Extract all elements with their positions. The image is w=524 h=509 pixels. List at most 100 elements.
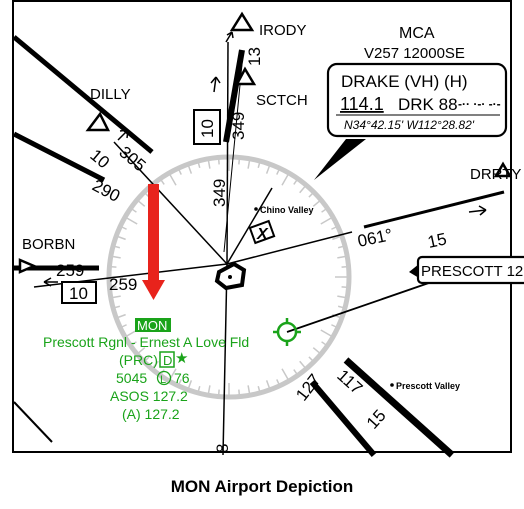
compass-tick bbox=[321, 208, 327, 213]
city-prescott-valley: Prescott Valley bbox=[396, 381, 460, 391]
compass-tick bbox=[257, 385, 261, 392]
vor-coords: N34°42.15' W112°28.82' bbox=[344, 118, 475, 132]
vor-ident: DRK 88 bbox=[398, 95, 458, 114]
prescott-box-label: PRESCOTT 12 bbox=[421, 263, 523, 280]
compass-rose-icon bbox=[106, 154, 352, 400]
compass-tick bbox=[131, 341, 137, 346]
fix-borbn: BORBN bbox=[22, 236, 75, 253]
compass-tick bbox=[247, 160, 251, 169]
compass-tick bbox=[299, 360, 306, 368]
compass-tick bbox=[187, 165, 193, 174]
vor-name: DRAKE (VH) (H) bbox=[341, 72, 468, 91]
compass-tick bbox=[337, 295, 346, 299]
fix-irody-triangle bbox=[229, 11, 255, 32]
airways bbox=[12, 35, 505, 458]
label-061: 061° bbox=[356, 225, 394, 251]
sctch-10-box: 10 bbox=[193, 109, 221, 145]
airport-star: ★ bbox=[175, 350, 188, 367]
compass-tick bbox=[121, 324, 127, 328]
x-box: X bbox=[248, 219, 276, 245]
compass-tick bbox=[320, 217, 332, 225]
compass-tick bbox=[293, 179, 298, 185]
airport-asos: ASOS 127.2 bbox=[110, 388, 188, 404]
compass-tick bbox=[187, 380, 193, 389]
fix-sctch-triangle bbox=[234, 66, 257, 86]
borbn-10-box bbox=[61, 281, 97, 304]
mca-route: V257 12000SE bbox=[364, 45, 465, 62]
airway-061 bbox=[363, 190, 505, 229]
label-radial-259: 259 bbox=[109, 275, 137, 294]
airway-nw bbox=[12, 35, 154, 154]
compass-tick bbox=[293, 369, 298, 375]
compass-tick bbox=[126, 217, 138, 225]
airport-d-symbol: D bbox=[163, 353, 172, 368]
compass-tick bbox=[131, 208, 137, 213]
compass-tick bbox=[308, 356, 313, 361]
fix-dilly: DILLY bbox=[90, 86, 131, 103]
compass-tick bbox=[299, 186, 306, 194]
label-8: 8 bbox=[213, 444, 232, 453]
airport-lighting: L bbox=[160, 374, 166, 386]
compass-tick bbox=[112, 255, 121, 259]
fix-drrty-triangle bbox=[493, 161, 513, 178]
compass-tick bbox=[337, 305, 344, 309]
chart-frame: X 10 10 MCA V257 12000SE DRAKE (VH) (H) … bbox=[12, 0, 524, 458]
figure-caption: MON Airport Depiction bbox=[170, 477, 354, 496]
airway-sctch bbox=[223, 49, 245, 143]
compass-tick bbox=[265, 165, 271, 174]
compass-tick bbox=[276, 379, 280, 385]
compass-tick bbox=[281, 368, 289, 380]
fix-drrty: DRRTY bbox=[470, 166, 521, 183]
airport-block: MON Prescott Rgnl - Ernest A Love Fld (P… bbox=[43, 318, 249, 422]
compass-tick bbox=[312, 347, 320, 354]
label-290: 290 bbox=[89, 176, 123, 206]
airport-id: MON bbox=[137, 318, 167, 333]
compass-tick bbox=[117, 235, 126, 241]
label-349-radial: 349 bbox=[210, 179, 229, 207]
airway-117 bbox=[343, 357, 455, 458]
compass-tick bbox=[114, 305, 121, 309]
fix-borbn-triangle bbox=[18, 258, 38, 274]
compass-tick bbox=[337, 255, 346, 259]
compass-tick bbox=[337, 245, 344, 249]
airport-id-box bbox=[135, 318, 171, 332]
compass-tick bbox=[312, 200, 320, 207]
compass-tick bbox=[121, 226, 127, 230]
compass-tick bbox=[114, 245, 121, 249]
airport-code: (PRC) bbox=[119, 352, 158, 368]
airport-icon bbox=[273, 318, 301, 346]
compass-tick bbox=[178, 379, 182, 385]
vor-morse: -·· ·-· -·- bbox=[458, 97, 501, 111]
vor-icon bbox=[214, 261, 247, 291]
prescott-box: PRESCOTT 12 bbox=[409, 255, 524, 285]
compass-tick bbox=[265, 380, 271, 389]
compass-tick bbox=[138, 200, 146, 207]
label-dilly-10: 10 bbox=[86, 146, 113, 173]
airport-name: Prescott Rgnl - Ernest A Love Fld bbox=[43, 334, 249, 350]
compass-tick bbox=[138, 347, 146, 354]
compass-tick bbox=[276, 169, 280, 175]
compass-tick bbox=[197, 385, 201, 392]
airway-127 bbox=[309, 380, 377, 457]
map-canvas: X 10 10 MCA V257 12000SE DRAKE (VH) (H) … bbox=[12, 11, 524, 458]
compass-tick bbox=[207, 385, 211, 394]
borbn-10-box-label: 10 bbox=[69, 284, 88, 303]
label-borbn-259: 259 bbox=[56, 261, 84, 280]
label-15-bottom: 15 bbox=[363, 406, 390, 433]
airport-runway: 76 bbox=[174, 370, 190, 386]
city-chino-valley: Chino Valley bbox=[260, 205, 314, 215]
compass-tick bbox=[320, 329, 332, 337]
compass-tick bbox=[169, 174, 177, 186]
compass-tick bbox=[257, 162, 261, 169]
x-box-label: X bbox=[256, 226, 269, 243]
sctch-10-box-label: 10 bbox=[198, 119, 217, 138]
compass-tick bbox=[332, 235, 341, 241]
vor-info-box: DRAKE (VH) (H) 114.1 DRK 88 -·· ·-· -·- … bbox=[314, 62, 508, 180]
compass-tick bbox=[145, 356, 150, 361]
fix-irody: IRODY bbox=[259, 22, 307, 39]
compass-tick bbox=[152, 360, 159, 368]
compass-tick bbox=[281, 174, 289, 186]
compass-tick bbox=[207, 160, 211, 169]
red-arrow-icon bbox=[142, 184, 165, 300]
airway-290 bbox=[12, 131, 106, 183]
